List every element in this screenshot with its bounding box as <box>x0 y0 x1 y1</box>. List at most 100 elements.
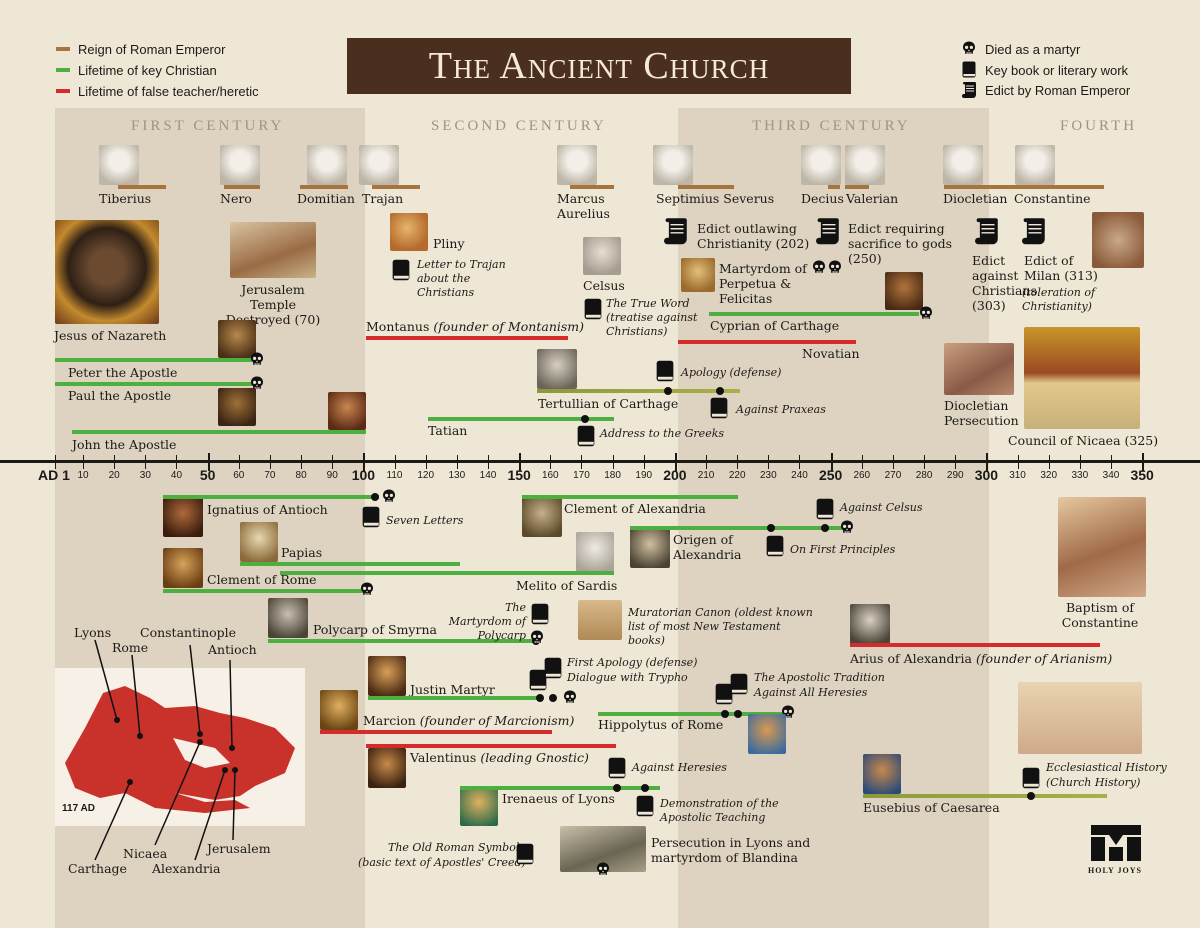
axis-tick-label: 40 <box>170 470 183 481</box>
axis-tick-label: 280 <box>915 470 933 481</box>
peter-image <box>218 320 256 358</box>
map-city-antioch: Antioch <box>208 642 257 657</box>
legend-label-book: Key book or literary work <box>985 63 1129 78</box>
axis-tick <box>519 453 522 471</box>
tertullian-life-bar <box>537 389 740 393</box>
tertullian-image <box>537 349 577 389</box>
polycarp-label: Polycarp of Smyrna <box>313 622 437 637</box>
marcion-name: Marcion <box>363 713 416 728</box>
arius-life-bar <box>850 643 1100 647</box>
axis-tick <box>674 453 677 471</box>
axis-tick-label: 240 <box>791 470 808 481</box>
temple-image <box>230 222 316 278</box>
map-city-carthage: Carthage <box>68 861 127 876</box>
tatian-label: Tatian <box>428 423 468 438</box>
paul-label: Paul the Apostle <box>68 388 172 403</box>
baptism-image <box>1058 497 1146 597</box>
muratorian-name: Muratorian Canon <box>628 606 731 619</box>
axis-tick-label: 350 <box>1130 467 1154 483</box>
axis-tick-label: 70 <box>264 470 276 481</box>
legend-swatch-heretic <box>56 89 70 93</box>
greeks-dot <box>581 415 589 423</box>
map-city-nicaea: Nicaea <box>123 846 168 861</box>
axis-tick <box>581 455 583 469</box>
axis-tick <box>114 455 116 469</box>
axis-tick <box>207 453 210 471</box>
polycarp-life-bar <box>268 639 536 643</box>
emperor-label: Trajan <box>362 191 404 206</box>
emperor-reign-bar <box>944 185 1008 189</box>
edict4-label: Edict of Milan (313) <box>1024 253 1098 283</box>
map-image <box>55 668 305 826</box>
axis-tick-label: 120 <box>417 470 435 481</box>
axis-tick <box>986 453 989 471</box>
axis-tick-label: 130 <box>448 470 466 481</box>
paul-image <box>218 388 256 426</box>
logo-mark <box>1091 825 1141 861</box>
emperor-reign-bar <box>570 185 614 189</box>
valentinus-note: (leading Gnostic) <box>480 750 589 765</box>
emperor-label: Domitian <box>297 191 355 206</box>
marcion-label: Marcion (founder of Marcionism) <box>363 713 574 728</box>
against-all-dot <box>734 710 742 718</box>
john-label: John the Apostle <box>72 437 177 452</box>
tertullian-label: Tertullian of Carthage <box>538 396 679 411</box>
emperor-bust <box>99 145 139 185</box>
axis-tick <box>830 453 833 471</box>
justin-image <box>368 656 406 696</box>
clement-rome-label: Clement of Rome <box>207 572 317 587</box>
emperor-bust <box>1015 145 1055 185</box>
map-city-rome: Rome <box>112 640 149 655</box>
clement-alex-life-bar <box>522 495 738 499</box>
paul-life-bar <box>55 382 255 386</box>
axis-tick-label: 110 <box>386 470 403 481</box>
axis-tick <box>83 455 85 469</box>
axis-tick <box>456 455 458 469</box>
justin-life-bar <box>368 696 542 700</box>
axis-tick <box>1048 455 1050 469</box>
papias-life-bar <box>240 562 460 566</box>
emperor-bust <box>220 145 260 185</box>
axis-tick-label: 180 <box>604 470 621 481</box>
john-image <box>328 392 366 430</box>
map-city-alexandria: Alexandria <box>152 861 221 876</box>
century-third: Third Century <box>752 118 911 134</box>
axis-tick-label: 210 <box>697 470 715 481</box>
irenaeus-label: Irenaeus of Lyons <box>502 791 615 806</box>
melito-label: Melito of Sardis <box>516 578 618 593</box>
lyons-persecution-label: Persecution in Lyons and martyrdom of Bl… <box>651 835 811 865</box>
axis-tick <box>612 455 614 469</box>
apostolic-tradition-dot <box>721 710 729 718</box>
legend-label-edict: Edict by Roman Emperor <box>985 83 1131 98</box>
praxeas-label: Against Praxeas <box>736 403 826 416</box>
axis-tick <box>1017 455 1019 469</box>
axis-tick <box>176 455 178 469</box>
axis-tick <box>550 455 552 469</box>
manuscript-image <box>1018 682 1142 754</box>
clement-rome-image <box>163 548 203 588</box>
axis-tick <box>145 455 147 469</box>
axis-tick-label: 250 <box>818 467 843 483</box>
marcion-note: (founder of Marcionism) <box>419 713 575 728</box>
jesus-icon-image <box>55 220 159 324</box>
cyprian-image <box>885 272 923 310</box>
tatian-life-bar <box>428 417 614 421</box>
axis-tick-label: 150 <box>507 467 531 483</box>
valentinus-life-bar <box>366 744 616 748</box>
axis-tick-label: 50 <box>199 467 216 483</box>
demonstration-dot <box>641 784 649 792</box>
church-history-label: (Church History) <box>1046 776 1141 789</box>
ignatius-label: Ignatius of Antioch <box>207 502 328 517</box>
arius-label: Arius of Alexandria (founder of Arianism… <box>850 651 1112 666</box>
irenaeus-image <box>460 786 498 826</box>
emperor-bust <box>845 145 885 185</box>
axis-tick-label: 320 <box>1040 470 1058 481</box>
page-title: The Ancient Church <box>347 38 851 94</box>
axis-tick <box>737 455 739 469</box>
praxeas-dot <box>716 387 724 395</box>
axis-tick <box>1142 453 1145 471</box>
emperor-bust <box>359 145 399 185</box>
emperor-label: Tiberius <box>99 191 152 206</box>
against-celsus-label: Against Celsus <box>840 501 923 514</box>
axis-tick-label: 160 <box>541 470 559 481</box>
